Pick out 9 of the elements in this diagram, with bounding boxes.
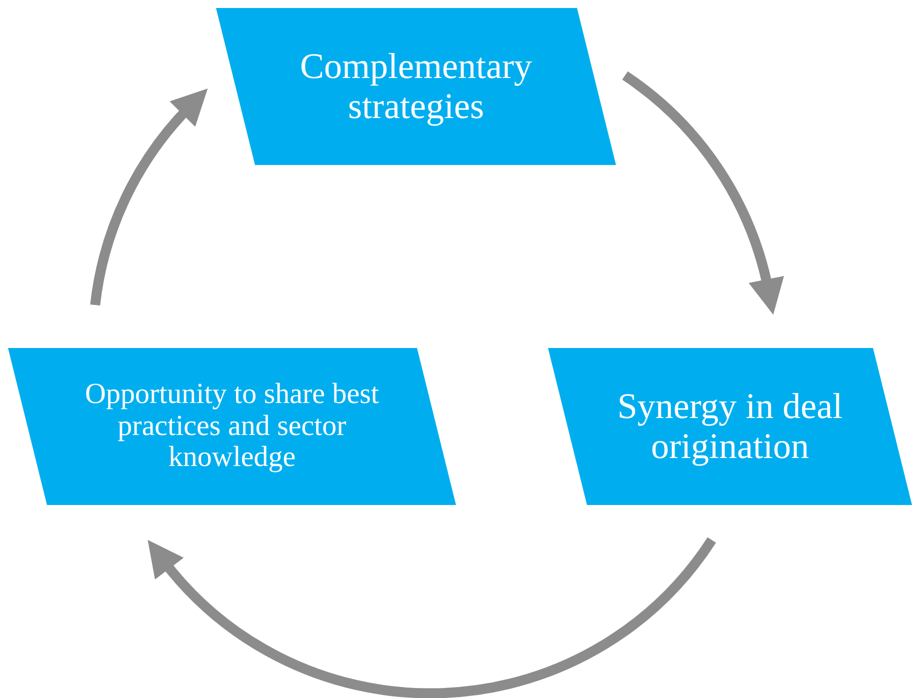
parallelogram-box xyxy=(548,348,912,505)
curved-arrow xyxy=(622,72,784,314)
node-label: Synergy in deal origination xyxy=(616,386,844,466)
curved-arrow xyxy=(146,537,716,698)
parallelogram-box xyxy=(216,8,616,165)
node-label: Complementary strategies xyxy=(299,46,533,126)
parallelogram-box xyxy=(8,348,456,505)
curved-arrow xyxy=(90,87,207,306)
node-label: Opportunity to share best practices and sector knowledge xyxy=(84,378,380,474)
